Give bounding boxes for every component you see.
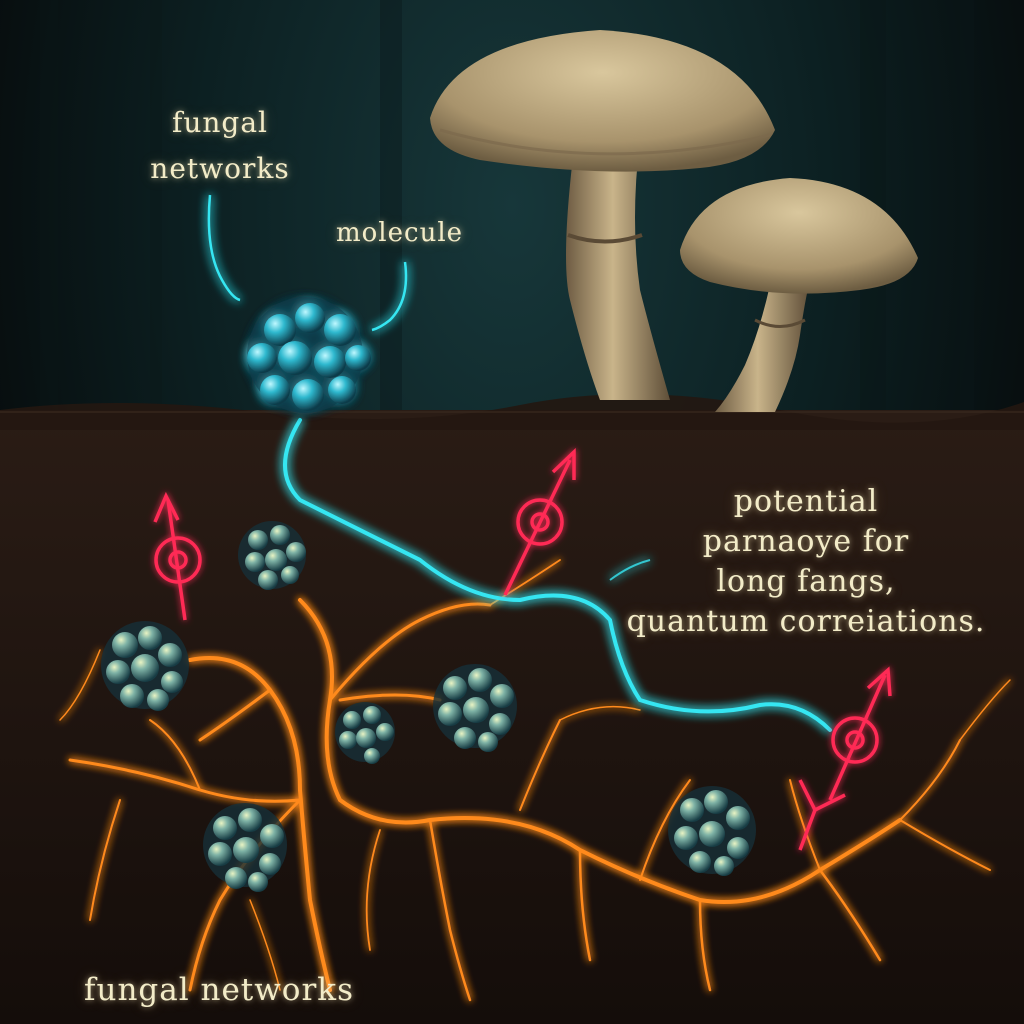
- claim-label-line: long fangs,: [716, 564, 896, 599]
- claim-label-line: potential: [733, 484, 879, 519]
- claim-label-line: quantum correiations.: [626, 604, 986, 639]
- mushroom-large: [430, 30, 775, 400]
- mycelium-network: [59, 559, 1011, 1002]
- molecule-cluster-3: [335, 702, 395, 764]
- top-label: fungal networks: [120, 100, 320, 192]
- molecule-cluster-2: [238, 521, 306, 590]
- top-label-line: networks: [150, 152, 290, 185]
- molecule-main: [247, 297, 371, 413]
- quantum-correlation-path: [207, 194, 832, 732]
- molecule-label: molecule: [336, 218, 464, 248]
- top-label-line: fungal: [171, 106, 268, 139]
- molecule-cluster-4: [433, 664, 517, 752]
- claim-label: potential parnaoye for long fangs, quant…: [600, 482, 1012, 642]
- molecule-cluster-1: [101, 621, 189, 711]
- molecule-cluster-6: [668, 786, 756, 876]
- molecule-cluster-5: [203, 803, 287, 892]
- bottom-label: fungal networks: [84, 972, 354, 1008]
- claim-label-line: parnaoye for: [702, 524, 910, 559]
- spin-marker-left: [153, 491, 202, 621]
- spin-marker-middle: [503, 447, 576, 596]
- mushroom-small: [680, 178, 918, 412]
- spin-marker-right: [798, 666, 892, 851]
